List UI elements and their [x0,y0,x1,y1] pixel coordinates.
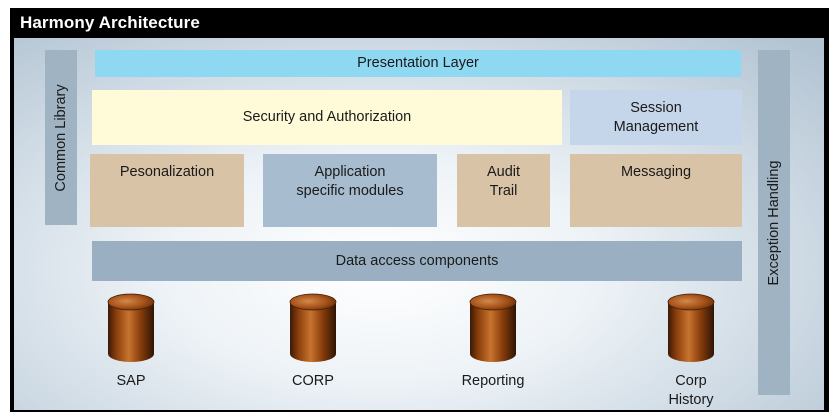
application-modules-label: Application specific modules [296,164,404,199]
diagram-title: Harmony Architecture [20,13,200,32]
presentation-layer-label: Presentation Layer [357,55,479,71]
corp-history-database-icon [667,293,715,362]
messaging-label: Messaging [620,164,692,180]
session-management-box: Session Management [570,90,742,145]
presentation-layer: Presentation Layer [95,50,741,77]
exception-handling-label: Exception Handling [766,160,782,285]
personalization-label: Pesonalization [119,164,215,180]
sap-database-label: SAP [116,373,146,389]
session-management-label: Session Management [613,99,699,135]
reporting-database-icon [469,293,517,362]
application-modules-box: Application specific modules [263,154,437,227]
common-library-label: Common Library [53,83,69,192]
exception-handling-bar: Exception Handling [758,50,790,395]
corp-history-database-label: Corp History [668,373,714,408]
audit-trail-label: Audit Trail [486,164,521,199]
security-authorization-box: Security and Authorization [92,90,562,145]
personalization-box: Pesonalization [90,154,244,227]
sap-database-icon [107,293,155,362]
messaging-box: Messaging [570,154,742,227]
corp-database-label: CORP [292,373,334,389]
reporting-database-label: Reporting [461,373,525,389]
data-access-label: Data access components [335,252,499,269]
data-access-box: Data access components [92,241,742,281]
security-authorization-label: Security and Authorization [242,109,412,125]
corp-database-icon [289,293,337,362]
common-library-bar: Common Library [45,50,77,225]
audit-trail-box: Audit Trail [457,154,550,227]
